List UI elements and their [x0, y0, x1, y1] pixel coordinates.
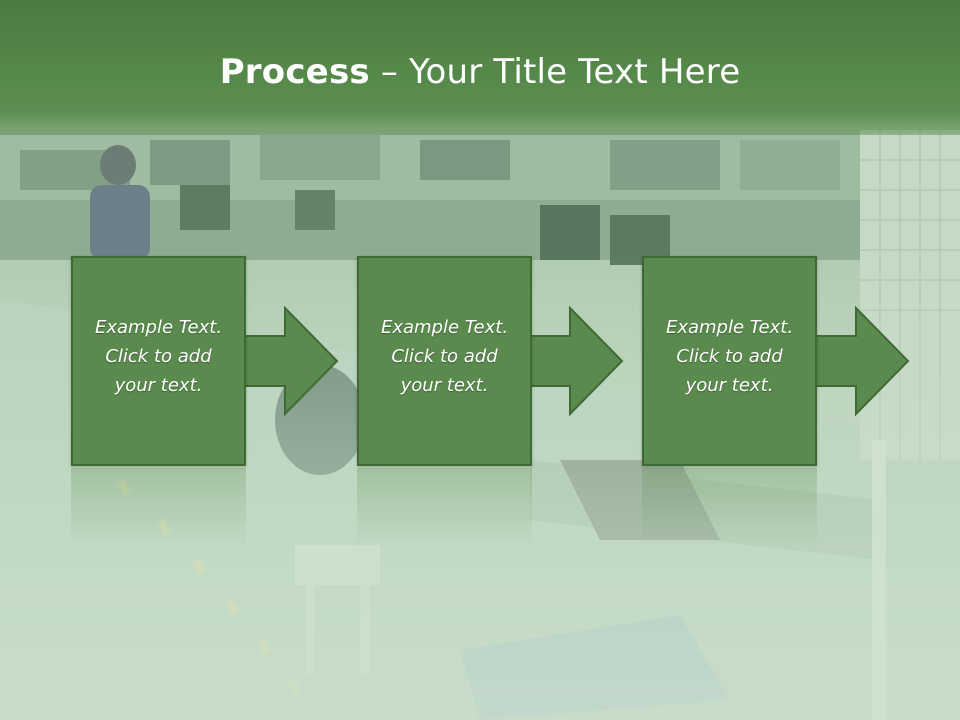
step-line: Click to add [105, 346, 212, 367]
title-band [0, 0, 960, 135]
title-rest: – Your Title Text Here [369, 52, 741, 92]
step-text[interactable]: Example Text. Click to add your text. [359, 313, 530, 400]
process-step-2[interactable]: Example Text. Click to add your text. [357, 256, 532, 466]
step-line: Click to add [676, 346, 783, 367]
step-reflection [357, 468, 532, 548]
step-text[interactable]: Example Text. Click to add your text. [644, 313, 815, 400]
process-step-1[interactable]: Example Text. Click to add your text. [71, 256, 246, 466]
step-line: your text. [400, 375, 489, 396]
step-line: Click to add [391, 346, 498, 367]
step-line: Example Text. [665, 317, 794, 338]
step-line: Example Text. [94, 317, 223, 338]
step-text[interactable]: Example Text. Click to add your text. [73, 313, 244, 400]
step-reflection [642, 468, 817, 548]
step-reflection [71, 468, 246, 548]
right-arrow-icon [814, 306, 910, 416]
step-line: your text. [685, 375, 774, 396]
step-line: your text. [114, 375, 203, 396]
right-arrow-icon [243, 306, 339, 416]
slide-title[interactable]: Process – Your Title Text Here [0, 52, 960, 92]
step-line: Example Text. [380, 317, 509, 338]
title-strong: Process [219, 52, 370, 92]
process-step-3[interactable]: Example Text. Click to add your text. [642, 256, 817, 466]
right-arrow-icon [528, 306, 624, 416]
